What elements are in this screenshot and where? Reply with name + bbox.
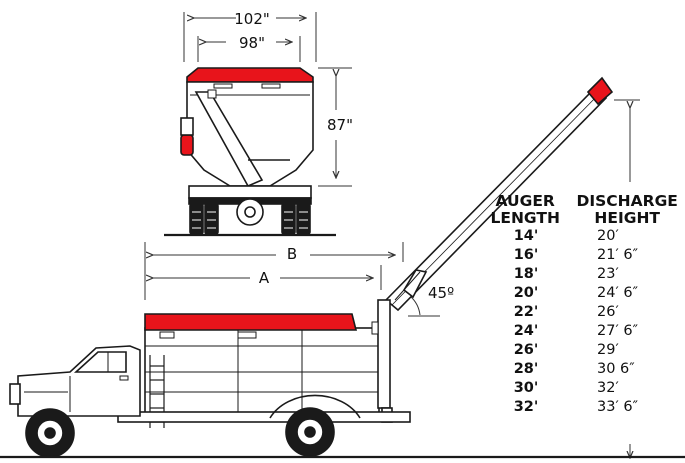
auger-length: 14' xyxy=(513,228,539,244)
table-header: AUGER LENGTH DISCHARGE HEIGHT xyxy=(486,193,685,227)
rear-motor xyxy=(180,134,194,156)
discharge-height: 30 6″ xyxy=(597,361,635,377)
table-row: 24' 27′ 6″ xyxy=(486,322,685,341)
discharge-height: 20′ xyxy=(597,228,619,244)
rear-auger-tube xyxy=(194,91,264,188)
col-auger-length-header: AUGER LENGTH xyxy=(490,192,560,227)
rear-roof xyxy=(186,67,314,83)
auger-mast xyxy=(377,299,391,409)
discharge-height: 27′ 6″ xyxy=(597,323,638,339)
rear-view xyxy=(164,67,336,237)
discharge-height: 29′ xyxy=(597,342,619,358)
table-row: 18' 23′ xyxy=(486,265,685,284)
rear-wheel xyxy=(285,407,335,457)
length-b-label: B xyxy=(287,245,297,263)
front-wheel xyxy=(25,408,75,458)
truck-roof-red xyxy=(144,313,358,331)
discharge-height: 32′ xyxy=(597,380,619,396)
rear-dimensions xyxy=(183,12,352,187)
auger-spout xyxy=(586,76,614,106)
width-outer-label: 102" xyxy=(234,10,270,28)
auger-length: 16' xyxy=(513,247,539,263)
table-row: 30' 32′ xyxy=(486,379,685,398)
side-view-truck xyxy=(0,299,685,459)
auger-length: 22' xyxy=(513,304,539,320)
discharge-height: 23′ xyxy=(597,266,619,282)
width-inner-label: 98" xyxy=(239,34,265,52)
col-discharge-height-header: DISCHARGE HEIGHT xyxy=(576,192,678,227)
auger xyxy=(384,76,614,312)
auger-length: 30' xyxy=(513,380,539,396)
table-row: 22' 26′ xyxy=(486,303,685,322)
table-row: 26' 29′ xyxy=(486,341,685,360)
auger-length: 28' xyxy=(513,361,539,377)
length-a-label: A xyxy=(259,269,270,287)
auger-length: 20' xyxy=(513,285,539,301)
auger-length: 18' xyxy=(513,266,539,282)
table-row: 20' 24′ 6″ xyxy=(486,284,685,303)
table-row: 14' 20′ xyxy=(486,227,685,246)
discharge-height: 33′ 6″ xyxy=(597,399,638,415)
side-dimensions xyxy=(144,99,640,458)
auger-length: 32' xyxy=(513,399,539,415)
table-rows: 14' 20′ 16' 21′ 6″ 18' 23′ 20' 24′ 6″ 22' 26′… xyxy=(486,227,685,417)
table-row: 28' 30 6″ xyxy=(486,360,685,379)
table-row: 32' 33′ 6″ xyxy=(486,398,685,417)
height-label: 87" xyxy=(327,116,353,134)
auger-spec-table: AUGER LENGTH DISCHARGE HEIGHT 14' 20′ 16'… xyxy=(486,193,685,417)
discharge-height: 21′ 6″ xyxy=(597,247,638,263)
angle-label: 45º xyxy=(428,284,454,302)
discharge-height: 24′ 6″ xyxy=(597,285,638,301)
discharge-height: 26′ xyxy=(597,304,619,320)
auger-length: 26' xyxy=(513,342,539,358)
auger-length: 24' xyxy=(513,323,539,339)
table-row: 16' 21′ 6″ xyxy=(486,246,685,265)
